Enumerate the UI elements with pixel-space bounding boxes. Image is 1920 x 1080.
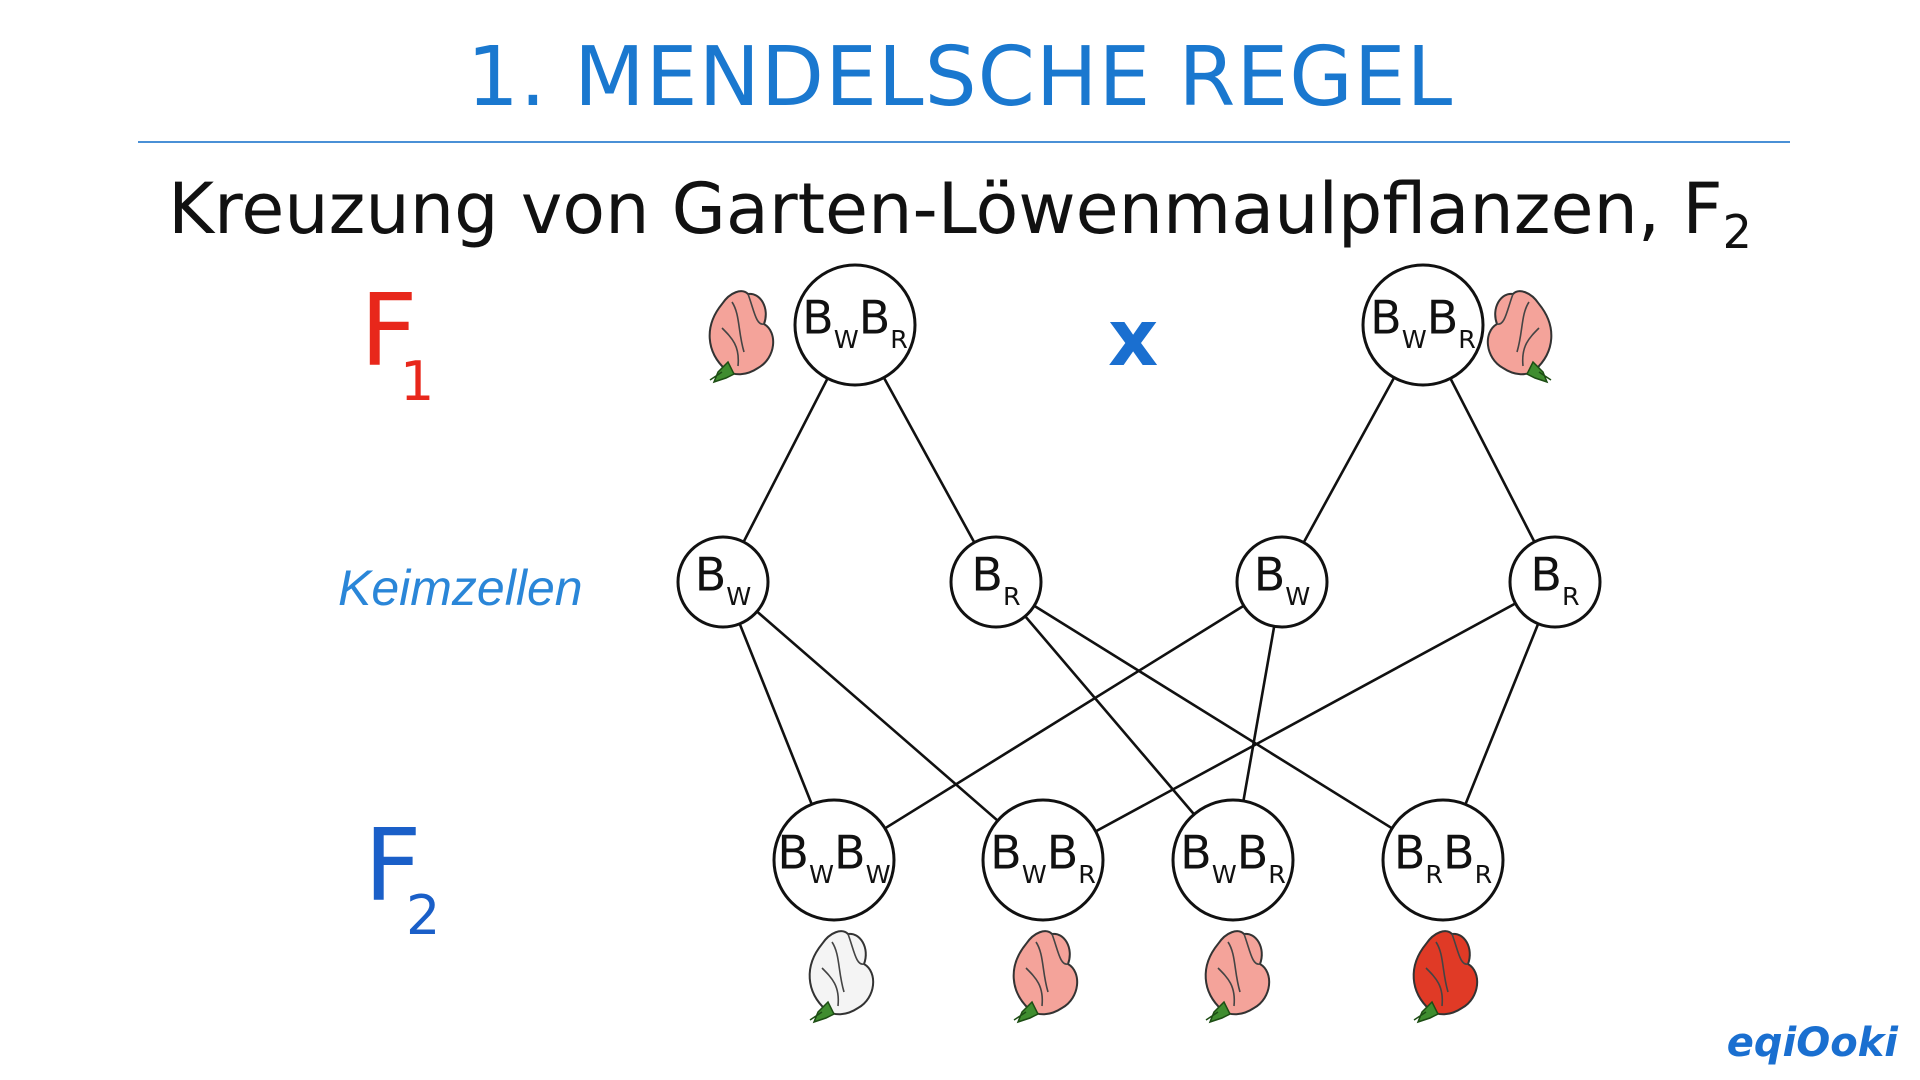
connection-lines bbox=[721, 324, 1557, 862]
subtitle-subscript: 2 bbox=[1722, 205, 1752, 259]
page-subtitle: Kreuzung von Garten-Löwenmaulpflanzen, F… bbox=[0, 168, 1920, 259]
flower-illustrations bbox=[708, 290, 1553, 1024]
gamete-1-text: BW bbox=[695, 547, 752, 611]
keimzellen-label: Keimzellen bbox=[338, 560, 583, 616]
gamete-4-text: BR bbox=[1530, 547, 1579, 611]
parent-genotype-2-text: BWBR bbox=[1370, 290, 1476, 354]
line-g1-c2 bbox=[722, 581, 1044, 861]
line-g3-c1 bbox=[833, 580, 1283, 862]
flower-parent-1-icon bbox=[708, 290, 774, 384]
gamete-1-circle bbox=[676, 535, 770, 629]
page-title: 1. MENDELSCHE REGEL bbox=[466, 30, 1454, 125]
parent-genotype-1-text: BWBR bbox=[802, 290, 908, 354]
subtitle-text: Kreuzung von Garten-Löwenmaulpflanzen, F bbox=[168, 168, 1723, 250]
f1-label: F bbox=[360, 272, 418, 389]
offspring-genotype-3-text: BWBR bbox=[1180, 825, 1286, 889]
line-g2-c4 bbox=[995, 580, 1444, 862]
flower-offspring-1-icon bbox=[808, 930, 874, 1024]
line-g4-c2 bbox=[1042, 580, 1556, 862]
gamete-3-circle bbox=[1235, 535, 1329, 629]
gamete-2-circle bbox=[949, 535, 1043, 629]
eqiooki-logo: eqiOoki bbox=[1726, 1020, 1898, 1066]
f2-subscript: 2 bbox=[406, 884, 440, 947]
offspring-genotype-1-circle bbox=[772, 798, 896, 922]
offspring-genotype-2-text: BWBR bbox=[990, 825, 1096, 889]
gamete-4-circle bbox=[1508, 535, 1602, 629]
offspring-genotype-2-circle bbox=[981, 798, 1105, 922]
flower-parent-2-icon bbox=[1487, 290, 1553, 384]
parent-genotype-1-circle bbox=[793, 263, 917, 387]
offspring-genotype-3-circle bbox=[1171, 798, 1295, 922]
offspring-genotype-1-text: BWBW bbox=[777, 825, 890, 889]
f1-subscript: 1 bbox=[400, 350, 434, 413]
offspring-genotype-4-circle bbox=[1381, 798, 1505, 922]
title-divider bbox=[138, 141, 1790, 143]
parent-genotype-2-circle bbox=[1361, 263, 1485, 387]
flower-offspring-2-icon bbox=[1012, 930, 1078, 1024]
gamete-2-text: BR bbox=[971, 547, 1020, 611]
gamete-3-text: BW bbox=[1254, 547, 1311, 611]
flower-offspring-3-icon bbox=[1204, 930, 1270, 1024]
offspring-genotype-4-text: BRBR bbox=[1394, 825, 1492, 889]
flower-offspring-4-icon bbox=[1412, 930, 1478, 1024]
f2-label: F bbox=[364, 807, 422, 924]
cross-symbol: x bbox=[1108, 294, 1158, 384]
